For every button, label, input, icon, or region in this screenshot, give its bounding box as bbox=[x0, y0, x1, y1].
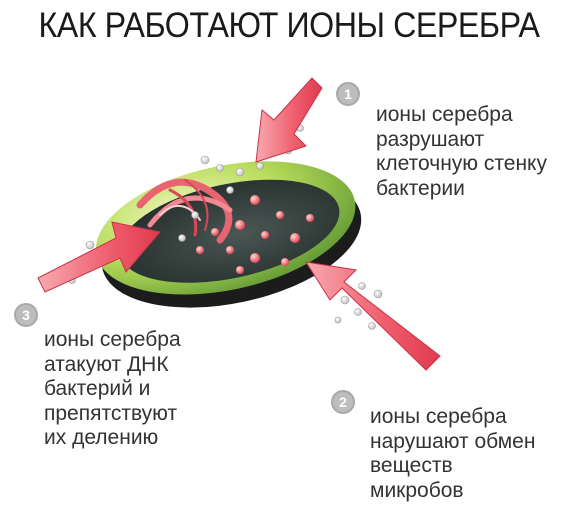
step-caption-3: ионы серебра атакуют ДНК бактерий и преп… bbox=[44, 328, 181, 449]
step-badge-2: 2 bbox=[331, 390, 355, 414]
diagram-title: КАК РАБОТАЮТ ИОНЫ СЕРЕБРА bbox=[38, 6, 540, 45]
step-number-2: 2 bbox=[339, 394, 347, 410]
cell-particles bbox=[196, 195, 314, 274]
arrow-3 bbox=[37, 221, 161, 293]
step-number-1: 1 bbox=[344, 86, 352, 102]
step-badge-1: 1 bbox=[336, 82, 360, 106]
step-caption-1: ионы серебра разрушают клеточную стенку … bbox=[376, 103, 547, 200]
step-badge-3: 3 bbox=[14, 303, 38, 327]
step-number-3: 3 bbox=[22, 307, 30, 323]
step-caption-2: ионы серебра нарушают обмен веществ микр… bbox=[370, 405, 536, 502]
arrow-1 bbox=[255, 77, 323, 163]
arrow-2 bbox=[304, 261, 441, 371]
